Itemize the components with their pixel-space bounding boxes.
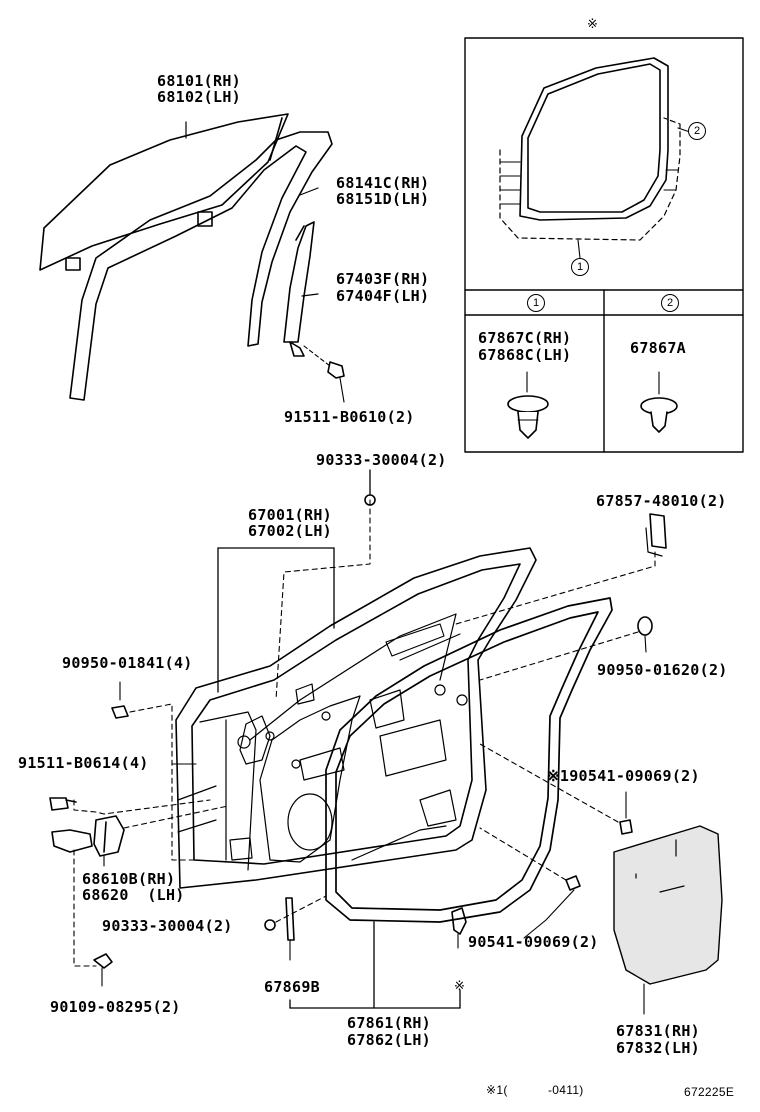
glass-run-drawing: [69, 131, 333, 401]
label-bolt-channel: 91511-B0610(2): [284, 408, 415, 426]
division-channel-drawing: [283, 221, 319, 357]
inset-clip-two-drawing: [640, 371, 678, 433]
bolt-channel-drawing: [303, 345, 345, 403]
door-bracket: [217, 469, 371, 701]
label-glass-rh: 68101(RH): [157, 72, 241, 90]
label-weather-lh: 67862(LH): [347, 1031, 431, 1049]
label-run-lh: 68151D(LH): [336, 190, 430, 208]
inset-header-two: 2: [661, 294, 679, 312]
label-bolt-bottom: 90109-08295(2): [50, 998, 181, 1016]
inset-clip-one-drawing: [507, 371, 549, 439]
label-clip-right: ※190541-09069(2): [547, 767, 700, 785]
label-nut-right: 90950-01620(2): [597, 661, 728, 679]
label-plug-bottom: 90333-30004(2): [102, 917, 233, 935]
inset-weatherstrip-drawing: [499, 57, 691, 259]
clip-bottom-drawing: [451, 827, 581, 949]
door-inner-panel-drawing: [229, 683, 468, 863]
nut-left-drawing: [111, 681, 195, 861]
door-weatherstrip-drawing: [325, 597, 613, 923]
label-clip-one-lh: 67868C(LH): [478, 346, 572, 364]
service-cover-drawing: [613, 825, 723, 1015]
label-clip-two: 67867A: [630, 339, 686, 357]
label-weather-rh: 67861(RH): [347, 1014, 431, 1032]
hinge-drawing: [49, 797, 229, 967]
label-cover-lh: 67832(LH): [616, 1039, 700, 1057]
pad-drawing: [455, 513, 667, 625]
label-channel-rh: 67403F(RH): [336, 270, 430, 288]
label-clip-one-rh: 67867C(RH): [478, 329, 572, 347]
clip-right-drawing: [479, 743, 633, 835]
label-clip-bottom: 90541-09069(2): [468, 933, 599, 951]
inset-callout-one: 1: [571, 258, 589, 276]
label-channel-lh: 67404F(LH): [336, 287, 430, 305]
label-plug-top: 90333-30004(2): [316, 451, 447, 469]
inset-asterisk: ※: [587, 17, 599, 32]
inset-callout-two: 2: [688, 122, 706, 140]
label-hinge-lh: 68620 (LH): [82, 886, 185, 904]
seal-67869-drawing: [285, 897, 295, 961]
label-run-rh: 68141C(RH): [336, 174, 430, 192]
label-door-lh: 67002(LH): [248, 522, 332, 540]
label-nut-left: 90950-01841(4): [62, 654, 193, 672]
label-bolt-hinge: 91511-B0614(4): [18, 754, 149, 772]
plug-top-drawing: [364, 494, 376, 506]
label-glass-lh: 68102(LH): [157, 88, 241, 106]
door-shell-drawing: [175, 547, 537, 889]
bolt-hinge-leader: [73, 763, 211, 815]
inset-frame: [464, 37, 744, 453]
label-seal-67869: 67869B: [264, 978, 320, 996]
bolt-bottom-drawing: [93, 953, 113, 987]
footer-note-mark: ※1(: [486, 1083, 508, 1097]
plug-bottom-drawing: [264, 895, 327, 931]
diagram-code: 672225E: [684, 1085, 735, 1099]
asterisk-bottom: ※: [454, 979, 466, 994]
nut-right-drawing: [479, 616, 653, 681]
door-glass-drawing: [39, 113, 289, 271]
footer-note-range: -0411): [548, 1083, 584, 1097]
label-door-rh: 67001(RH): [248, 506, 332, 524]
label-pad: 67857-48010(2): [596, 492, 727, 510]
weatherstrip-bracket: [289, 921, 461, 1009]
label-cover-rh: 67831(RH): [616, 1022, 700, 1040]
label-hinge-rh: 68610B(RH): [82, 870, 176, 888]
inset-header-one: 1: [527, 294, 545, 312]
